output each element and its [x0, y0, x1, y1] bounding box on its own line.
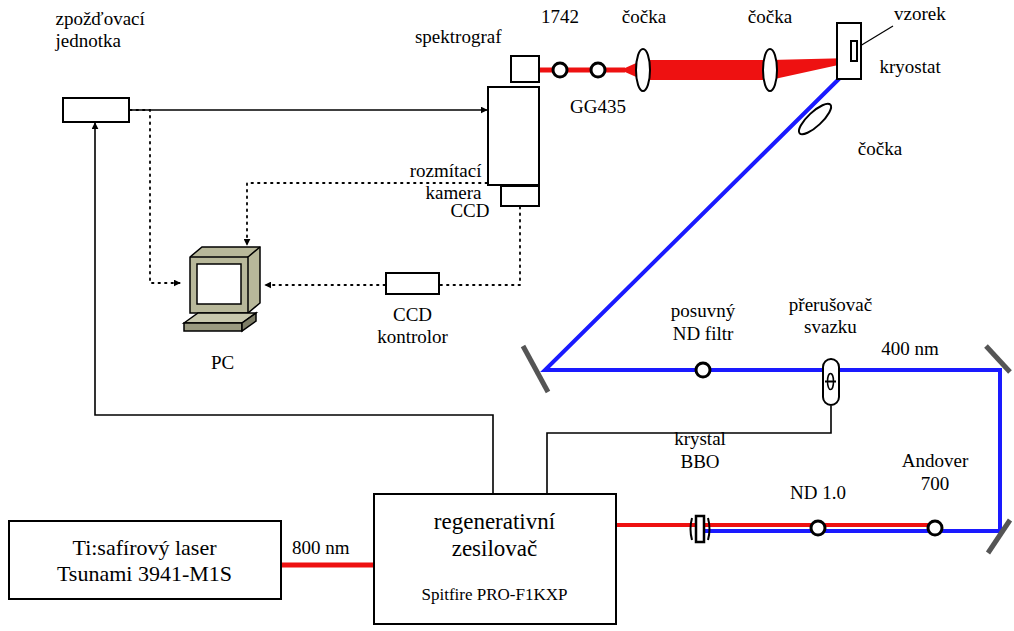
amplifier-box: regenerativní zesilovačSpitfire PRO-F1KX…	[373, 493, 617, 625]
beam-chopper: přerušovač svazku	[822, 358, 840, 406]
node-label: regenerativní zesilovač	[398, 508, 592, 563]
data-connector	[265, 284, 385, 286]
component-label: GG435	[563, 96, 633, 119]
mirror	[523, 346, 548, 392]
node-label: rozmítací kamera	[378, 160, 482, 206]
node-label: PC	[195, 352, 250, 375]
computer-icon	[180, 245, 265, 345]
lens	[763, 49, 777, 91]
lens	[795, 100, 835, 139]
node-label: CCD kontrolor	[372, 304, 454, 350]
data-connector	[130, 110, 180, 283]
signal-connector	[547, 406, 831, 493]
pc-icon: PC	[180, 245, 265, 345]
filter	[591, 63, 605, 77]
sample-box: vzorek	[850, 40, 858, 62]
component-label: čočka	[848, 138, 912, 161]
mirror	[986, 346, 1010, 372]
blue-beam	[545, 66, 1000, 531]
laser-box: Ti:safírový laser Tsunami 3941-M1S	[8, 520, 282, 600]
signal-connector	[95, 123, 493, 493]
bbo-crystal	[691, 518, 710, 540]
node-label: Ti:safírový laser Tsunami 3941-M1S	[40, 535, 250, 588]
filter	[928, 521, 942, 535]
spectrograph-box: spektrograf	[510, 55, 540, 83]
component-label: Andover 700	[893, 450, 977, 496]
delay-unit-box: zpožďovací jednotka	[62, 97, 130, 123]
ccd-controller-box: CCD kontrolor	[385, 272, 440, 295]
ccd-box: CCD	[500, 185, 540, 207]
red-beam	[625, 58, 852, 80]
component-label: 400 nm	[872, 338, 948, 361]
node-label: vzorek	[894, 3, 974, 26]
node-label: přerušovač svazku	[774, 294, 888, 340]
filter	[553, 63, 567, 77]
streak-camera-box: rozmítací kamera	[487, 86, 540, 186]
node-label: CCD	[430, 200, 490, 223]
node-sublabel: Spitfire PRO-F1KXP	[376, 585, 614, 605]
wavelength-label: 800 nm	[290, 538, 352, 559]
component-label: čočka	[740, 6, 800, 29]
red-beam	[617, 523, 935, 527]
component-label: ND 1.0	[778, 482, 858, 505]
node-label: spektrograf	[390, 26, 502, 49]
bbo-crystal	[696, 516, 704, 542]
node-label: zpožďovací jednotka	[56, 8, 156, 54]
component-label: čočka	[614, 6, 674, 29]
signal-connector	[130, 109, 487, 111]
leader-line	[860, 26, 893, 46]
component-label: krystal BBO	[660, 428, 740, 474]
signal-connector	[282, 563, 373, 568]
filter	[811, 521, 825, 535]
cryostat-box: kryostatvzorek	[836, 22, 862, 80]
chopper-blade	[824, 360, 837, 403]
component-label: posuvný ND filtr	[659, 300, 747, 346]
filter	[696, 363, 710, 377]
component-label: 1742	[535, 6, 585, 29]
mirror	[988, 520, 1010, 553]
lens	[636, 49, 650, 91]
node-label: kryostat	[880, 56, 970, 79]
